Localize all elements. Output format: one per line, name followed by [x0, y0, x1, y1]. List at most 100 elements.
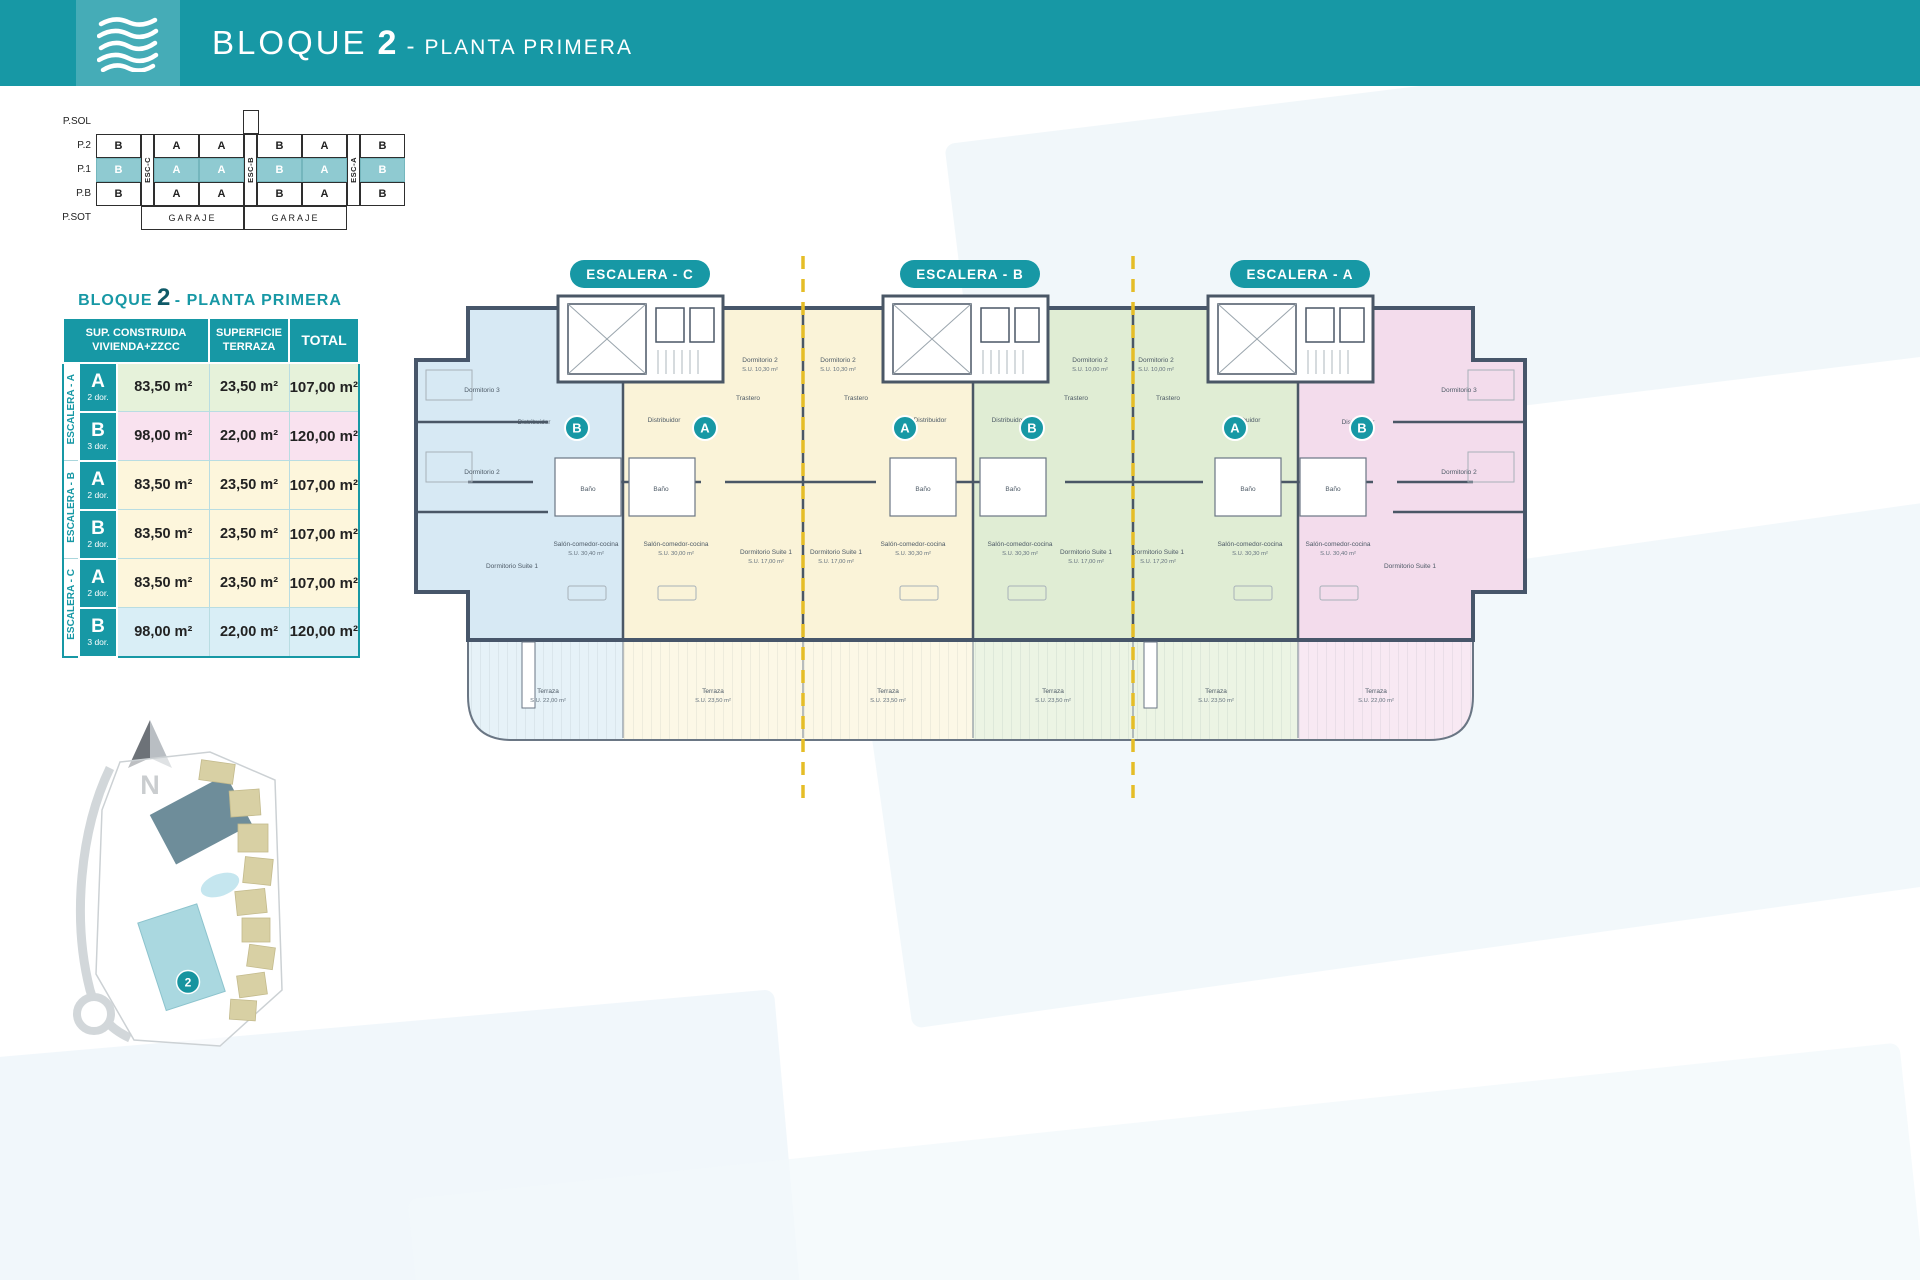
- value-construida: 98,00 m²: [116, 607, 210, 658]
- site-plan-badge: [175, 969, 201, 995]
- unit-badge-letter: B: [1027, 421, 1036, 436]
- escalera-pill-label: ESCALERA - B: [916, 267, 1024, 282]
- value-construida: 83,50 m²: [116, 558, 210, 609]
- area-table: SUP. CONSTRUIDA VIVIENDA+ZZCC SUPERFICIE…: [61, 317, 361, 658]
- room-area: S.U. 10,30 m²: [820, 367, 856, 373]
- stack-diagram: P.SOL P.2 P.1 P.B P.SOT B A A B A B B A …: [58, 110, 405, 230]
- esc-column-label: ESC-C: [141, 134, 154, 206]
- page-title: BLOQUE 2 - PLANTA PRIMERA: [212, 24, 633, 63]
- terrace-band: [468, 638, 1473, 740]
- room-label: Dormitorio Suite 1: [486, 563, 538, 570]
- room-label: Baño: [1325, 486, 1341, 493]
- value-terraza: 22,00 m²: [208, 411, 290, 462]
- room-label: Dormitorio Suite 1: [1384, 563, 1436, 570]
- room-area: S.U. 30,40 m²: [1320, 551, 1356, 557]
- value-construida: 83,50 m²: [116, 362, 210, 413]
- unit-badge: [1222, 415, 1248, 441]
- unit-badges: B A A B A B: [564, 415, 1375, 441]
- room-area: S.U. 23,50 m²: [1035, 698, 1071, 704]
- stair-cores: [556, 294, 1375, 384]
- value-total: 120,00 m²: [288, 411, 360, 462]
- floor-label: P.SOT: [62, 212, 91, 223]
- unit-badge-letter: A: [700, 421, 710, 436]
- unit-badge-letter: B: [572, 421, 581, 436]
- north-arrow-icon: [128, 720, 172, 768]
- room-label: Trastero: [1156, 395, 1180, 402]
- room-label: Salón-comedor-cocina: [553, 541, 618, 548]
- col-header-terraza: SUPERFICIE TERRAZA: [208, 317, 291, 364]
- room-label: Dormitorio 3: [1441, 387, 1477, 394]
- room-area: S.U. 10,30 m²: [742, 367, 778, 373]
- room-label: Baño: [1240, 486, 1256, 493]
- room-area: S.U. 17,00 m²: [818, 559, 854, 565]
- room-label: Terraza: [537, 688, 559, 695]
- unit-cell: B: [96, 182, 141, 206]
- room-area: S.U. 22,00 m²: [530, 698, 566, 704]
- room-label: Terraza: [1365, 688, 1387, 695]
- room-area: S.U. 17,00 m²: [748, 559, 784, 565]
- room-area: S.U. 23,50 m²: [870, 698, 906, 704]
- room-label: Distribuidor: [518, 419, 552, 426]
- room-label: Salón-comedor-cocina: [1305, 541, 1370, 548]
- room-label: Terraza: [702, 688, 724, 695]
- brand-logo: [76, 0, 180, 86]
- unit-badge-letter: B: [1357, 421, 1366, 436]
- value-terraza: 23,50 m²: [208, 509, 290, 560]
- escalera-pills: ESCALERA - C ESCALERA - B ESCALERA - A: [570, 260, 1370, 288]
- table-title-number: 2: [156, 284, 171, 311]
- room-label: Terraza: [1205, 688, 1227, 695]
- room-label: Dormitorio Suite 1: [1060, 549, 1112, 556]
- unit-cell-highlight: A: [154, 158, 199, 182]
- waves-icon: [97, 17, 159, 72]
- unit-cell: A: [199, 134, 244, 158]
- room-label: Terraza: [877, 688, 899, 695]
- escalera-pill: [900, 260, 1040, 288]
- room-label: Dormitorio 2: [742, 357, 778, 364]
- unit-cell-highlight: B: [96, 158, 141, 182]
- unit-cell: B: [360, 134, 405, 158]
- room-area: S.U. 23,50 m²: [1198, 698, 1234, 704]
- value-construida: 98,00 m²: [116, 411, 210, 462]
- room-label: Salón-comedor-cocina: [987, 541, 1052, 548]
- unit-badge: [564, 415, 590, 441]
- stair-tower: [242, 110, 259, 134]
- block-2-building: [137, 903, 226, 1012]
- floor-label: P.SOL: [62, 116, 91, 127]
- unit-badge-letter: A: [1230, 421, 1240, 436]
- unit-badge: [1349, 415, 1375, 441]
- value-terraza: 23,50 m²: [208, 362, 290, 413]
- floor-label: P.B: [76, 188, 91, 199]
- room-area: S.U. 17,20 m²: [1140, 559, 1176, 565]
- room-label: Baño: [653, 486, 669, 493]
- room-area: S.U. 30,30 m²: [1232, 551, 1268, 557]
- room-area: S.U. 30,30 m²: [895, 551, 931, 557]
- room-label: Distribuidor: [992, 417, 1026, 424]
- title-subtitle: PLANTA PRIMERA: [424, 35, 633, 59]
- room-label: Salón-comedor-cocina: [1217, 541, 1282, 548]
- room-area: S.U. 23,50 m²: [695, 698, 731, 704]
- room-label: Baño: [915, 486, 931, 493]
- floor-label: P.2: [77, 140, 91, 151]
- terrace-utility-boxes: [521, 641, 1158, 709]
- value-construida: 83,50 m²: [116, 460, 210, 511]
- unit-badge: [892, 415, 918, 441]
- room-area: S.U. 30,00 m²: [658, 551, 694, 557]
- col-header-construida: SUP. CONSTRUIDA VIVIENDA+ZZCC: [61, 317, 211, 364]
- esc-column-label: ESC-B: [244, 134, 257, 206]
- escalera-pill: [570, 260, 710, 288]
- room-label: Baño: [1005, 486, 1021, 493]
- value-total: 107,00 m²: [288, 460, 360, 511]
- tan-buildings: [198, 759, 276, 1022]
- unit-cell: B: [257, 182, 302, 206]
- unit-cell-highlight: B: [257, 158, 302, 182]
- room-label: Trastero: [1064, 395, 1088, 402]
- header-bar: BLOQUE 2 - PLANTA PRIMERA: [0, 0, 1920, 86]
- table-title-rest: - PLANTA PRIMERA: [174, 292, 342, 309]
- group-label-escalera-c: ESCALERA - C: [62, 558, 80, 658]
